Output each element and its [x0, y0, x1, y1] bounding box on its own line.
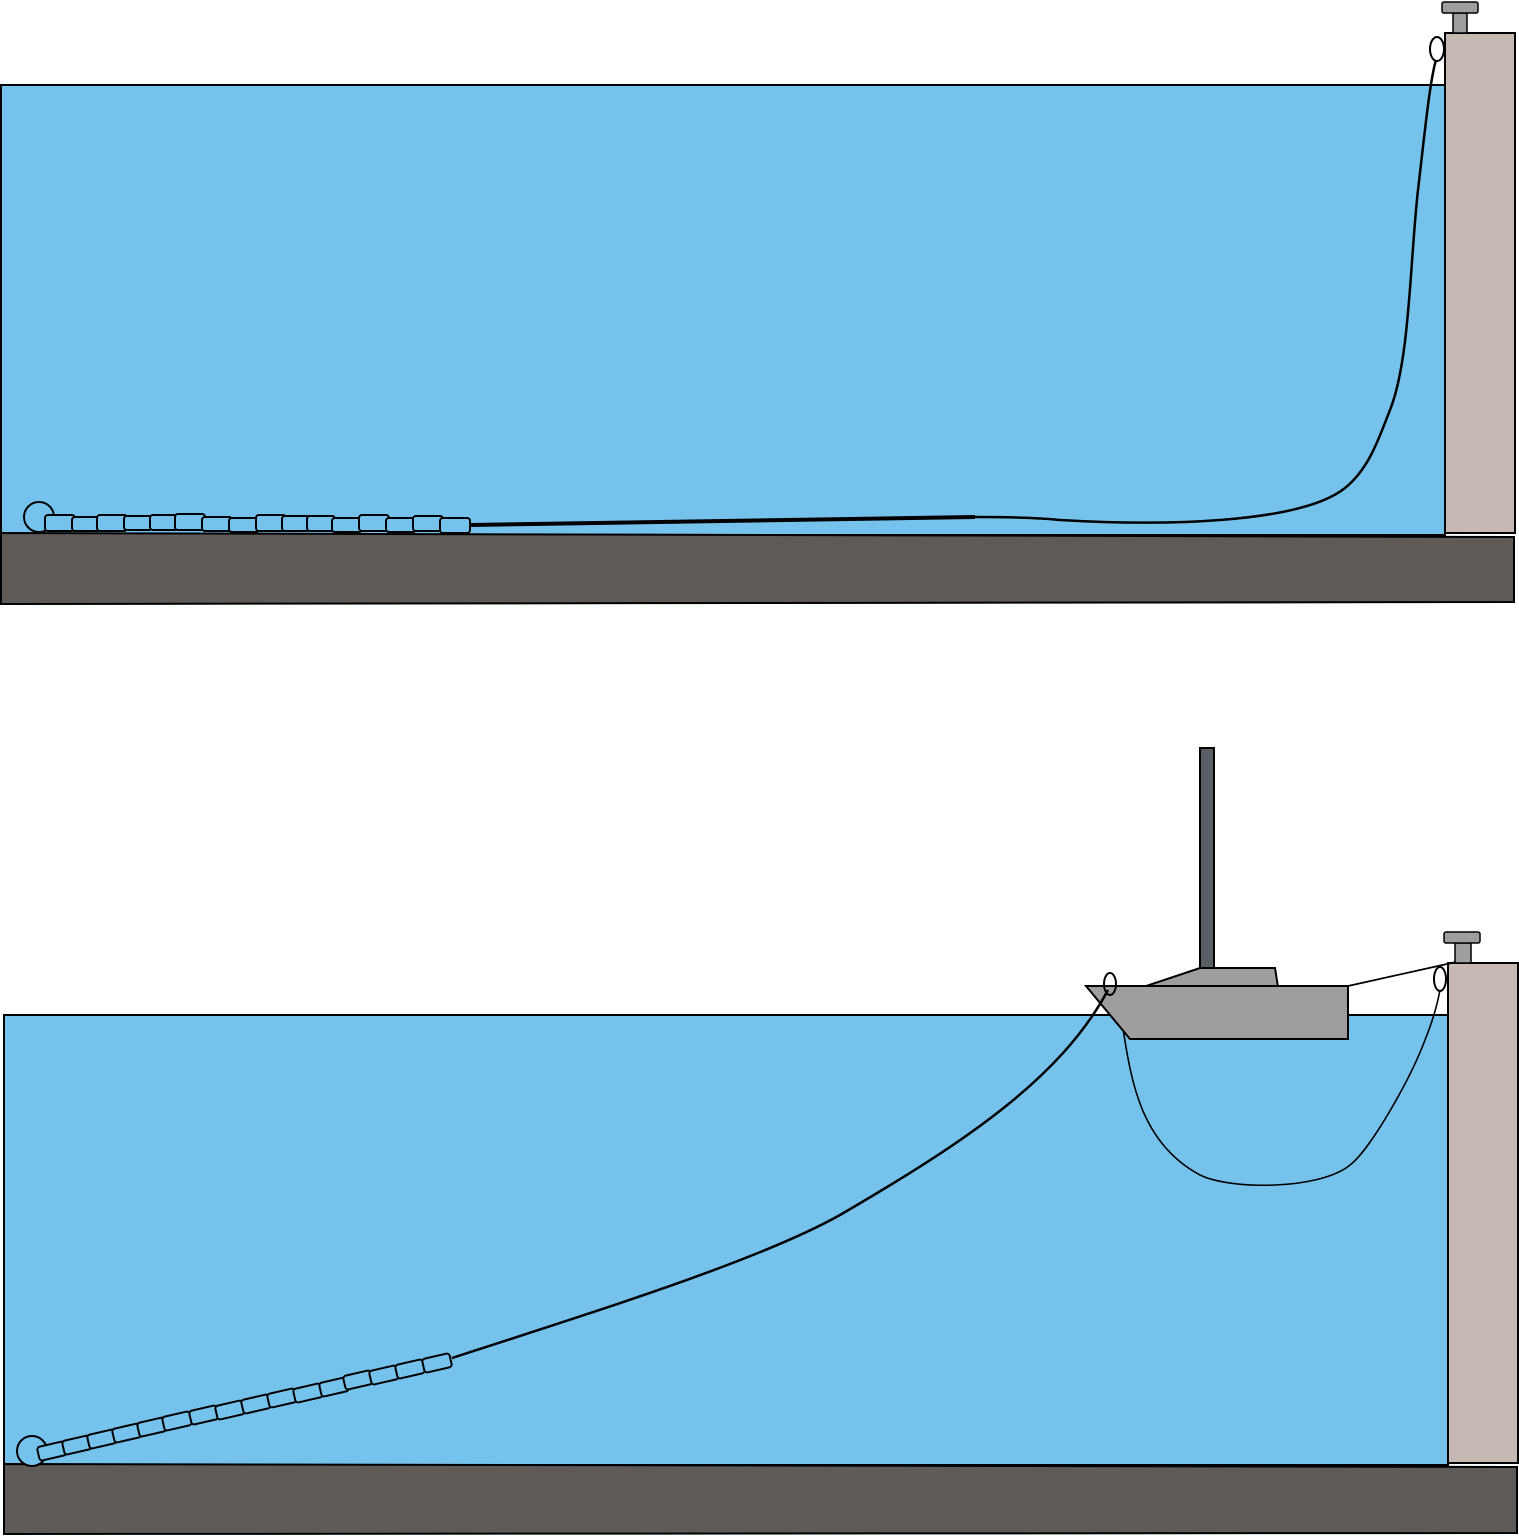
- boat: [1083, 747, 1349, 1040]
- bow-ring-icon: [1103, 972, 1117, 996]
- chain-link: [358, 514, 390, 532]
- chain-link: [421, 1352, 453, 1374]
- mooring-ring-icon: [1433, 966, 1447, 992]
- chain-link: [201, 516, 233, 532]
- chain-bottom: [36, 1352, 453, 1462]
- dock-line: [1347, 961, 1457, 987]
- rope-heavy-top: [469, 515, 976, 527]
- dock-post: [1444, 32, 1516, 534]
- bollard-stem: [1452, 12, 1468, 34]
- chain-link: [331, 517, 363, 533]
- rope-bottom: [451, 989, 1110, 1360]
- bollard-stem: [1454, 942, 1472, 964]
- chain-link: [281, 515, 311, 532]
- chain-link: [439, 517, 471, 534]
- panel-top: [0, 1, 1516, 606]
- chain-link: [96, 514, 128, 532]
- chain-link: [44, 514, 76, 532]
- seabed-bottom: [3, 1462, 1518, 1536]
- seabed-top: [0, 531, 1515, 606]
- chain-link: [123, 515, 153, 531]
- chain-top: [44, 513, 471, 534]
- panel-bottom: [3, 747, 1519, 1536]
- mast: [1199, 747, 1215, 971]
- water-top: [0, 84, 1446, 536]
- chain-link: [174, 513, 206, 531]
- chain-link: [149, 514, 179, 531]
- bollard-cap: [1443, 931, 1481, 944]
- chain-link: [385, 517, 417, 533]
- water-bottom: [3, 1014, 1449, 1466]
- chain-link: [306, 515, 336, 532]
- rope-top: [974, 59, 1438, 524]
- hull: [1083, 985, 1349, 1040]
- cabin: [1142, 967, 1280, 988]
- mooring-ring-icon: [1429, 36, 1445, 62]
- chain-link: [412, 515, 444, 532]
- dock-top: [1429, 1, 1516, 534]
- dock-bottom: [1433, 931, 1519, 1464]
- slack-line-loop: [1119, 989, 1441, 1187]
- chain-link: [71, 516, 101, 532]
- chain-link: [228, 517, 260, 533]
- dock-post: [1447, 962, 1519, 1464]
- bollard-cap: [1441, 1, 1479, 14]
